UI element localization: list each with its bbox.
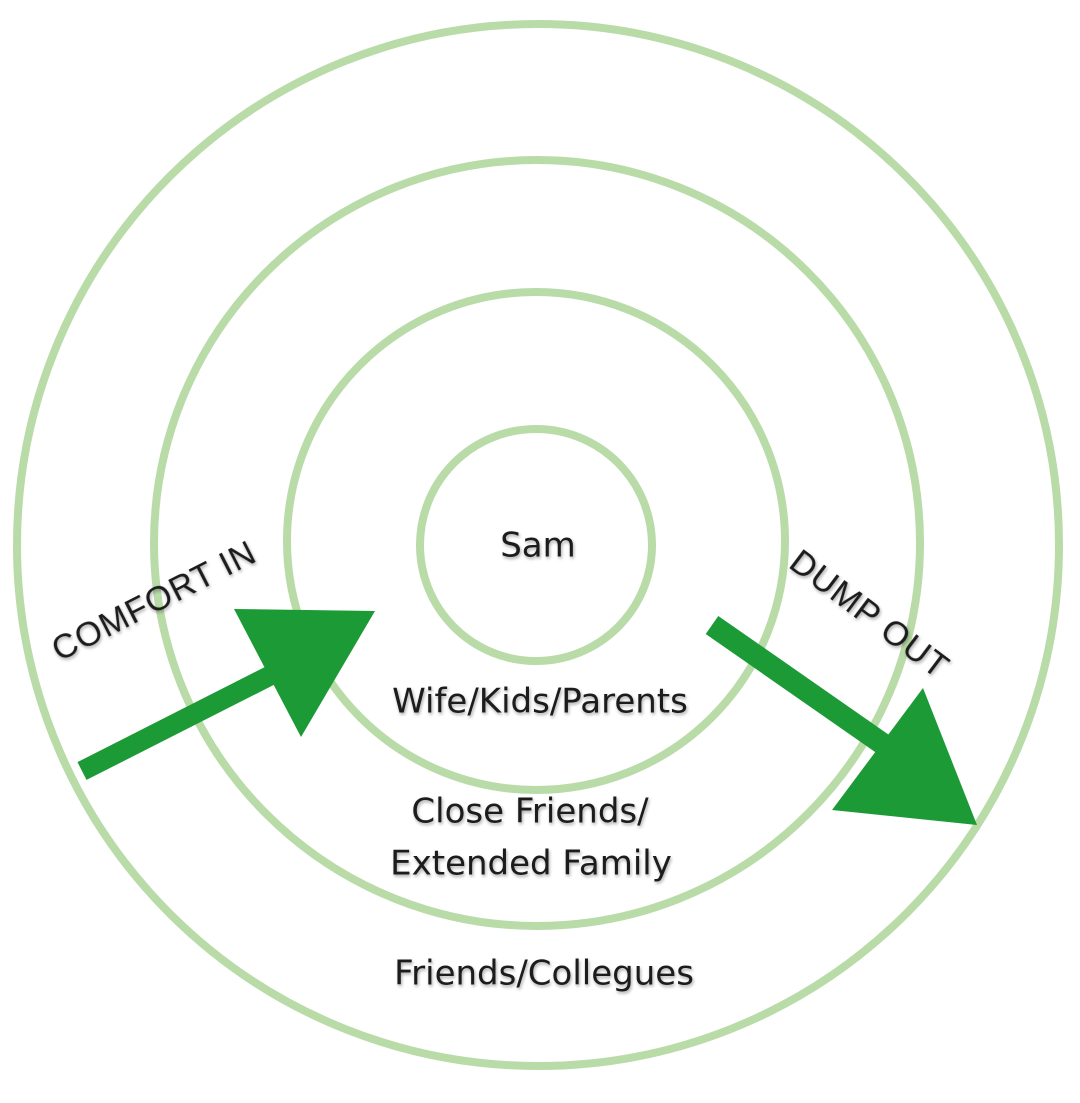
second-ring xyxy=(283,288,789,794)
dump-out-arrow-shaft xyxy=(705,615,897,759)
dump-out-label: DUMP OUT xyxy=(782,542,956,686)
ring4-label: Friends/Collegues xyxy=(394,954,694,994)
ring2-label: Wife/Kids/Parents xyxy=(392,682,688,722)
dump-out-arrow-head xyxy=(832,688,977,825)
inner-ring xyxy=(416,425,656,665)
dump-out-arrow xyxy=(705,615,977,825)
ring3-label-line1: Close Friends/ xyxy=(411,792,649,832)
comfort-in-arrow-head xyxy=(234,609,375,737)
comfort-in-arrow xyxy=(77,609,375,780)
third-ring xyxy=(150,156,924,930)
outer-ring xyxy=(13,20,1063,1070)
center-label: Sam xyxy=(500,526,576,566)
ring3-label-line2: Extended Family xyxy=(390,844,672,884)
comfort-in-arrow-shaft xyxy=(77,659,290,780)
